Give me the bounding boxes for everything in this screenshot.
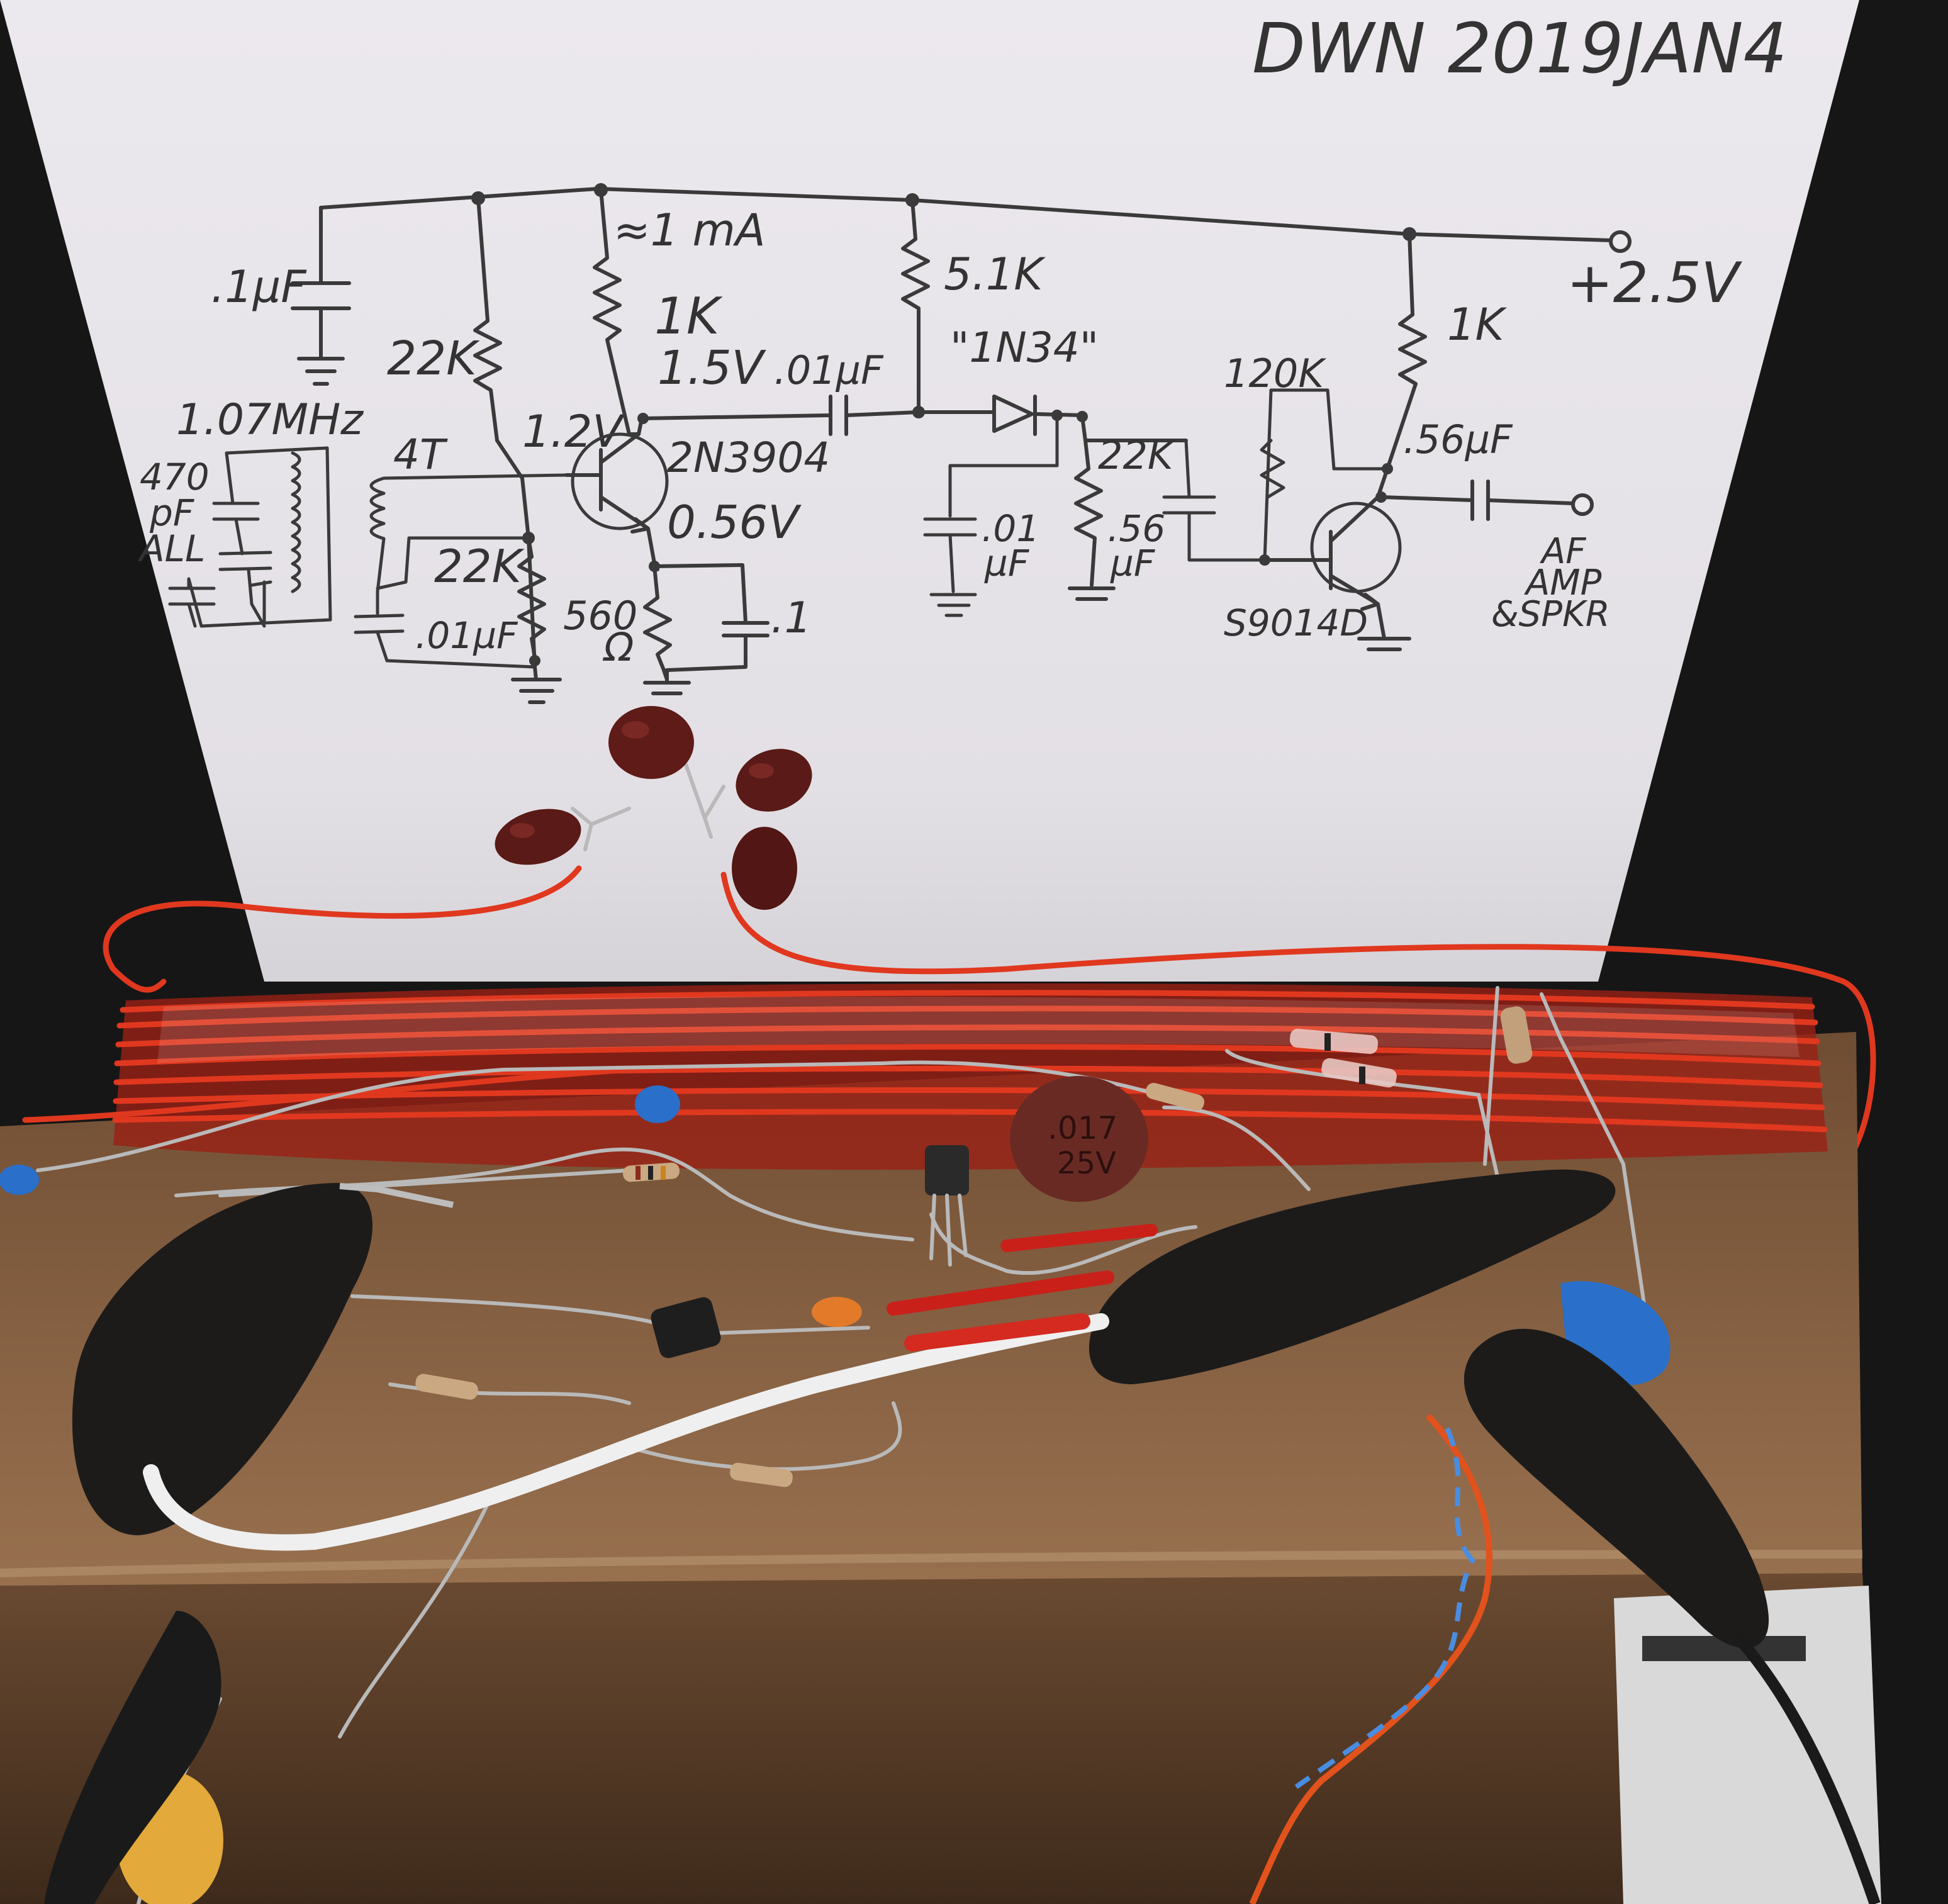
label-feedback-r: 120K: [1224, 350, 1326, 396]
label-collector-r-2: 1K: [1447, 299, 1508, 350]
label-tank-cap-3: ALL: [137, 527, 205, 570]
label-transistor-1: 2N3904: [667, 434, 830, 482]
test-leads: [44, 1169, 1881, 1904]
supply-label: +2.5V: [1567, 250, 1743, 315]
label-collector-voltage: 1.5V: [658, 341, 766, 395]
label-output-2: AMP: [1524, 563, 1602, 603]
label-collector-r: 1K: [654, 287, 723, 345]
label-emitter-cap: .1: [771, 593, 812, 643]
label-current: ≈1 mA: [613, 204, 766, 256]
label-emitter-r-1: 560: [563, 593, 637, 639]
label-bias-bottom: 22K: [434, 540, 525, 593]
loopstick-coil: [22, 983, 1828, 1170]
drawing-date: DWN 2019JAN4: [1252, 8, 1788, 89]
schematic-drawing: DWN 2019JAN4 +2.5V .1µF 22K 1.07MHz 470 …: [137, 8, 1788, 704]
label-interstage-cap-1: .56: [1107, 507, 1165, 550]
label-emitter-voltage: 0.56V: [667, 496, 802, 549]
label-detector-cap-1: .01: [982, 507, 1039, 550]
label-diode: "1N34": [950, 323, 1099, 372]
label-interstage-cap-2: µF: [1110, 542, 1156, 585]
disc-cap-marking-2: 25V: [1057, 1146, 1116, 1181]
postage-label: [1614, 1586, 1881, 1904]
label-tank-cap-1: 470: [140, 456, 210, 498]
label-output-1: AF: [1540, 531, 1586, 572]
label-base-voltage: 1.2V: [522, 406, 625, 457]
label-emitter-r-2: Ω: [602, 624, 634, 670]
label-detector-cap-2: µF: [984, 542, 1030, 585]
disc-capacitor: [1010, 1076, 1148, 1202]
label-diode-bias-r: 5.1K: [944, 249, 1046, 300]
label-coil-turns: 4T: [393, 430, 448, 479]
disc-cap-marking-1: .017: [1048, 1110, 1117, 1146]
tank-capacitor-cluster: [495, 706, 812, 910]
label-transistor-2: S9014D: [1224, 602, 1368, 644]
label-coupling-cap: .01µF: [774, 347, 884, 393]
antenna-lead-left: [103, 865, 582, 993]
label-bypass-cap: .1µF: [211, 261, 307, 313]
label-output-3: &SPKR: [1491, 594, 1610, 635]
label-output-cap: .56µF: [1403, 417, 1513, 462]
label-tank-freq: 1.07MHz: [176, 395, 364, 445]
label-detector-r: 22K: [1098, 432, 1176, 478]
box-front: [0, 1573, 1881, 1904]
label-bias-top: 22K: [387, 332, 480, 386]
label-base-cap: .01µF: [415, 614, 518, 657]
schematic-paper: [0, 0, 1859, 982]
label-tank-cap-2: pF: [149, 491, 195, 534]
